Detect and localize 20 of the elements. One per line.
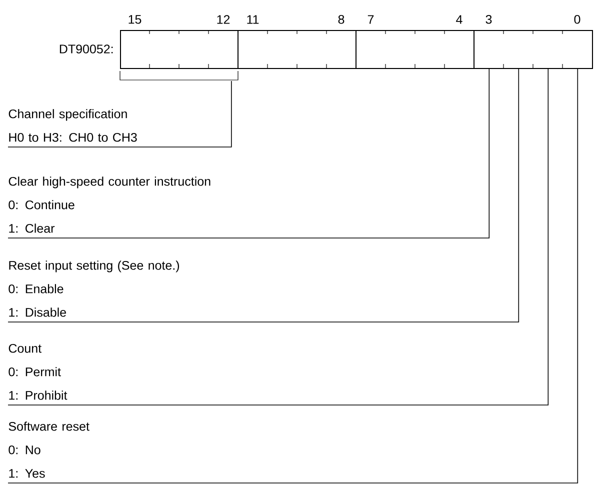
description-text: Software reset 0: No 1: Yes — [8, 422, 90, 478]
bit-number: 11 — [247, 15, 259, 24]
leader-line — [8, 68, 520, 322]
bit-number: 4 — [456, 15, 462, 24]
bit-number: 15 — [128, 15, 142, 24]
bit-number: 3 — [486, 14, 492, 24]
description-text: Reset input setting (See note.) 0: Enable 1: Disable — [8, 260, 180, 317]
description-text: Clear high-speed counter instruction 0: Continue 1: Clear — [8, 176, 210, 233]
leader-line — [8, 68, 549, 406]
register-name: DT90052: — [60, 44, 113, 54]
description-text: Channel specification H0 to H3: CH0 to CH3 — [8, 109, 137, 142]
bit-number: 8 — [338, 14, 344, 24]
leader-line — [8, 68, 578, 484]
bit-number: 12 — [217, 15, 230, 24]
register-box — [120, 30, 593, 69]
description-text: Count 0: Permit 1: Prohibit — [8, 344, 68, 400]
leader-line — [8, 80, 232, 148]
leader-line — [8, 68, 490, 238]
bit-number: 7 — [368, 15, 374, 24]
bit-number: 0 — [574, 14, 580, 24]
